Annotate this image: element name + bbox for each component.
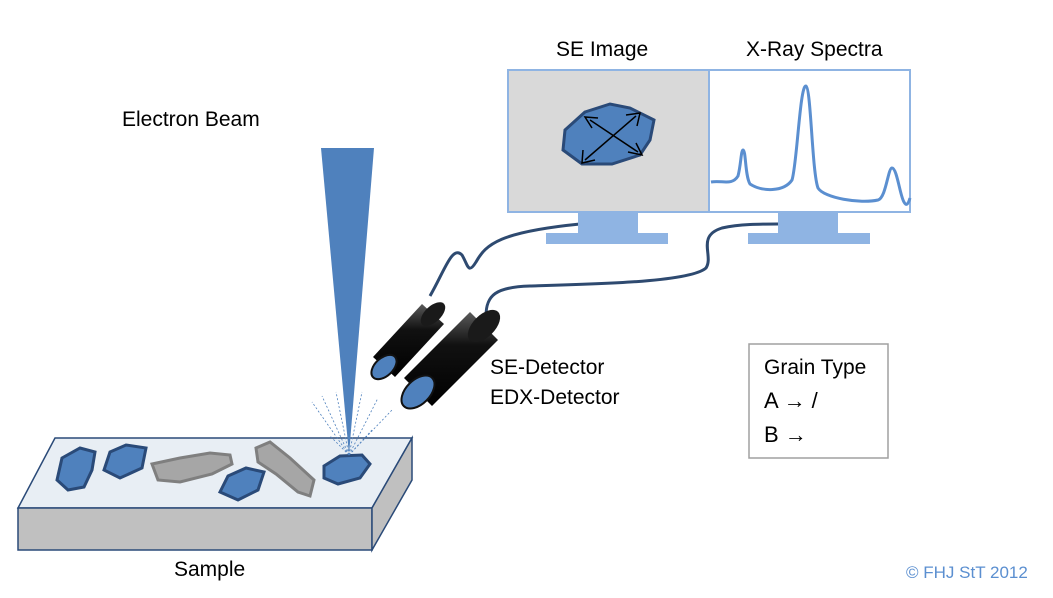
sample-side-face [371,435,413,553]
legend-box [748,343,889,459]
sample-label: Sample [174,558,245,581]
xray-monitor-base [748,233,870,244]
legend-title: Grain Type [764,356,866,379]
copyright-label: © FHJ StT 2012 [906,563,1028,582]
se-detector-face [370,353,398,381]
se-cable [428,222,581,297]
xray-spectra-label: X-Ray Spectra [746,38,883,61]
legend-row-b: B → [764,422,807,447]
grain-blue [322,453,372,486]
edx-detector-label: EDX-Detector [490,386,620,409]
grain-axis-arrows [581,112,644,164]
edx-detector-face [400,374,436,410]
se-detector-back [420,302,446,326]
grain-type-legend: Grain Type A → / B → [748,343,889,459]
sample-front-face [17,507,373,551]
xray-monitor-screen [708,69,911,213]
beam-cone [321,148,374,455]
grain-blue [55,446,97,492]
grains [55,440,372,502]
se-monitor-stand [578,211,638,233]
se-detector [370,302,446,381]
electron-beam-label: Electron Beam [122,108,260,131]
edx-detector-back [467,309,501,343]
grain-blue [102,443,148,480]
xray-spectrum-line [710,84,912,206]
edx-cable [484,222,779,317]
se-image-label: SE Image [556,38,648,61]
xray-spectra-monitor [708,69,912,244]
legend-row-a: A → / [764,388,819,413]
beam-scatter-lines [311,391,393,456]
electron-beam [311,148,393,456]
grain-blue [217,466,266,502]
cables [428,222,779,317]
grain-grey [254,440,316,498]
se-monitor-base [546,233,668,244]
se-image-monitor [507,69,710,244]
edx-detector [400,309,501,410]
grain-grey [149,451,234,484]
se-detector-label: SE-Detector [490,356,604,379]
xray-monitor-stand [778,211,838,233]
